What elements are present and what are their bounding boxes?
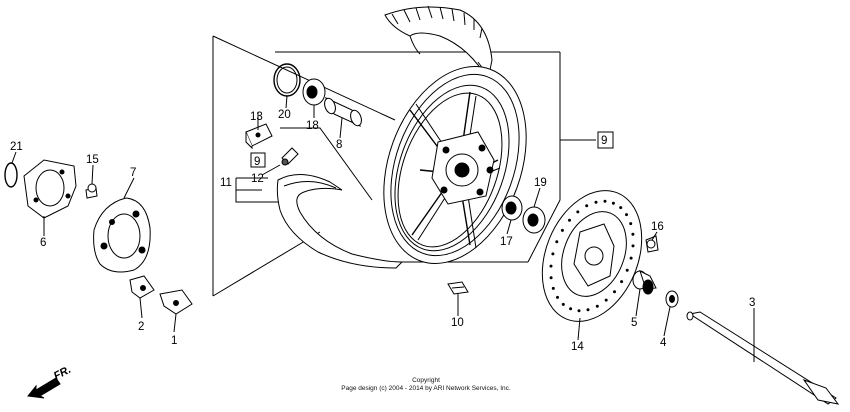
part-label-4: 4 (660, 337, 667, 349)
copyright-notice: Copyright Page design (c) 2004 - 2014 by… (341, 377, 511, 392)
disc-vent-hole (555, 240, 559, 244)
disc-vent-hole (625, 268, 629, 272)
wheel-illustration (383, 66, 527, 264)
rim-band-illustration (276, 174, 404, 269)
part-label-20: 20 (278, 109, 291, 121)
part-label-10: 10 (451, 317, 464, 329)
valve-parts (245, 123, 299, 166)
copyright-line-1: Copyright (412, 377, 440, 384)
part-label-7: 7 (130, 167, 136, 179)
left-side-parts (4, 159, 193, 315)
front-direction-arrow (27, 377, 61, 399)
leader-lines (11, 95, 755, 362)
disc-vent-hole (594, 200, 598, 204)
disc-vent-hole (585, 204, 589, 208)
right-bearing-parts (501, 195, 546, 234)
disc-vent-hole (561, 302, 565, 306)
disc-vent-hole (595, 304, 599, 308)
disc-vent-hole (603, 199, 607, 203)
callout-box-9-right (597, 131, 614, 149)
front-direction-label: FR. (52, 364, 73, 383)
disc-vent-hole (551, 286, 555, 290)
part-label-3: 3 (749, 297, 755, 309)
part-label-1: 1 (171, 335, 177, 347)
tire-illustration (384, 5, 493, 82)
disc-vent-hole (576, 210, 580, 214)
disc-vent-hole (631, 244, 635, 248)
axle-parts (632, 235, 840, 405)
disc-vent-hole (551, 252, 555, 256)
disc-vent-hole (629, 222, 633, 226)
part-label-19: 19 (534, 177, 547, 189)
part-label-9-right: 9 (601, 135, 607, 147)
part-label-2: 2 (138, 321, 144, 333)
part-label-8: 8 (336, 139, 342, 151)
disc-vent-hole (631, 232, 635, 236)
part-label-16: 16 (651, 221, 664, 233)
part-label-15: 15 (86, 154, 99, 166)
part-label-17: 17 (500, 236, 513, 248)
disc-vent-hole (568, 218, 571, 222)
disc-vent-hole (549, 276, 553, 280)
clip-part (447, 281, 469, 295)
disc-vent-hole (586, 308, 590, 312)
part-label-21: 21 (10, 141, 23, 153)
disc-vent-hole (560, 228, 564, 232)
bearing-spacer-parts (273, 63, 362, 128)
part-label-5: 5 (631, 317, 637, 329)
disc-vent-hole (625, 213, 628, 217)
part-label-14: 14 (571, 341, 584, 353)
disc-vent-hole (613, 290, 616, 294)
disc-vent-hole (611, 201, 615, 205)
disc-vent-hole (620, 280, 624, 284)
part-label-11: 11 (220, 177, 232, 189)
disc-vent-hole (619, 206, 623, 210)
group-bracket-lines (212, 35, 596, 297)
disc-vent-hole (604, 298, 608, 302)
disc-vent-hole (569, 307, 573, 311)
callout-box-9-left (250, 152, 266, 168)
disc-vent-hole (556, 295, 559, 299)
part-label-12: 12 (251, 173, 264, 185)
part-label-18: 18 (306, 120, 319, 132)
part-label-9-left: 9 (254, 156, 260, 168)
disc-vent-hole (577, 309, 581, 313)
disc-vent-hole (549, 264, 553, 268)
copyright-line-2: Page design (c) 2004 - 2014 by ARI Netwo… (341, 385, 511, 392)
part-label-6: 6 (40, 237, 46, 249)
part-label-13: 13 (250, 111, 263, 123)
disc-vent-hole (629, 256, 633, 260)
brake-disc-illustration (541, 190, 643, 322)
part-number-labels: 21 6 15 7 2 1 11 13 9 12 20 18 8 9 19 17… (10, 109, 755, 353)
